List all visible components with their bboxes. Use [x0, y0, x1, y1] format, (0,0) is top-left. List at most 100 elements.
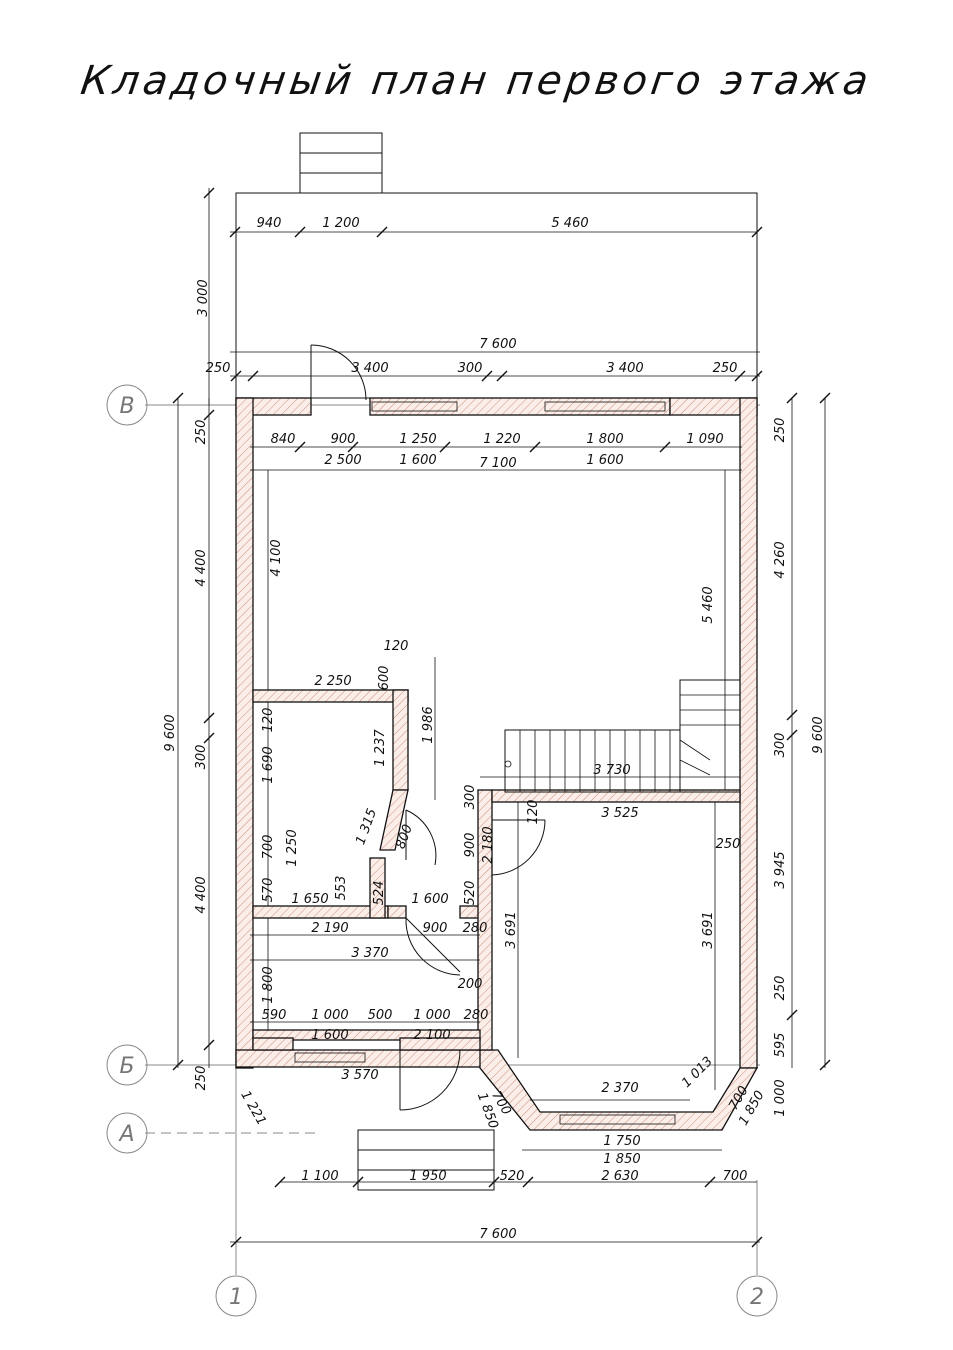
dim-right-9600: 9 600: [811, 716, 826, 753]
dim-3370: 3 370: [351, 946, 388, 961]
dim-right-250-top: 250: [773, 418, 788, 443]
dim-2180: 2 180: [481, 826, 496, 863]
dim-3400-right: 3 400: [606, 361, 643, 376]
dim-1650: 1 650: [291, 892, 328, 907]
dim-600: 600: [377, 666, 392, 691]
dim-200: 200: [458, 977, 483, 992]
dim-1600-bottom: 1 600: [311, 1028, 348, 1043]
dim-1800: 1 800: [586, 432, 623, 447]
dim-940: 940: [257, 216, 282, 231]
dim-left-250-bottom: 250: [194, 1066, 209, 1091]
dim-3691-left: 3 691: [504, 911, 519, 948]
dim-700-bottom: 700: [723, 1169, 748, 1184]
dim-300-top: 300: [458, 361, 483, 376]
dim-3730: 3 730: [593, 763, 630, 778]
dim-3000: 3 000: [196, 279, 211, 316]
dim-left-4400-bottom: 4 400: [194, 876, 209, 913]
dim-280-top: 280: [463, 921, 488, 936]
dim-2370: 2 370: [601, 1081, 638, 1096]
dimension-lines: [172, 187, 831, 1248]
dim-520: 520: [463, 881, 478, 906]
dim-120-left: 120: [261, 708, 276, 733]
dim-1013: 1 013: [679, 1054, 716, 1091]
dim-1090: 1 090: [686, 432, 723, 447]
dim-840: 840: [271, 432, 296, 447]
dim-250-right-inner: 250: [716, 837, 741, 852]
dim-1986: 1 986: [421, 706, 436, 743]
dim-2190: 2 190: [311, 921, 348, 936]
dim-7600-bottom: 7 600: [479, 1227, 516, 1242]
axis-label-a: А: [117, 1122, 134, 1147]
dim-3570: 3 570: [341, 1068, 378, 1083]
dim-250-top-left: 250: [206, 361, 231, 376]
doors: [310, 344, 546, 1111]
dimension-labels: 940 1 200 5 460 3 000 7 600 250 3 400 30…: [163, 216, 826, 1242]
dim-570: 570: [261, 878, 276, 903]
dim-3691-right: 3 691: [701, 911, 716, 948]
dim-1950: 1 950: [409, 1169, 446, 1184]
dim-1250: 1 250: [399, 432, 436, 447]
dim-1850-bottom: 1 850: [603, 1152, 640, 1167]
dim-1000-a: 1 000: [311, 1008, 348, 1023]
dim-250-top-right: 250: [713, 361, 738, 376]
dim-900-bath: 900: [423, 921, 448, 936]
axis-bubble-b: Б: [106, 1044, 148, 1086]
dim-2500: 2 500: [324, 453, 361, 468]
axis-label-b: Б: [119, 1054, 134, 1079]
dim-right-250-bottom: 250: [773, 976, 788, 1001]
dim-500: 500: [368, 1008, 393, 1023]
axis-label-v: В: [119, 394, 134, 419]
dim-2250: 2 250: [314, 674, 351, 689]
dim-7600-top: 7 600: [479, 337, 516, 352]
dim-120-mid: 120: [526, 800, 541, 825]
dim-700: 700: [261, 835, 276, 860]
dim-2100: 2 100: [413, 1028, 450, 1043]
dim-1600-a: 1 600: [399, 453, 436, 468]
dim-900: 900: [331, 432, 356, 447]
dim-right-4260: 4 260: [773, 541, 788, 578]
dim-1800-inner: 1 800: [261, 966, 276, 1003]
dim-520-bottom: 520: [500, 1169, 525, 1184]
dim-120-top: 120: [384, 639, 409, 654]
dim-590: 590: [262, 1008, 287, 1023]
top-windows: [371, 401, 666, 412]
dim-4100: 4 100: [269, 539, 284, 576]
axis-bubble-a: А: [106, 1112, 148, 1154]
axis-label-2: 2: [750, 1285, 764, 1310]
dim-1000-b: 1 000: [413, 1008, 450, 1023]
dim-553: 553: [334, 876, 349, 901]
dim-right-300: 300: [773, 733, 788, 758]
dim-524: 524: [372, 881, 387, 906]
axis-bubble-2: 2: [736, 1275, 778, 1317]
dim-1600-b: 1 600: [586, 453, 623, 468]
dim-1221: 1 221: [237, 1088, 269, 1128]
bottom-window: [294, 1052, 366, 1063]
dim-left-4400-top: 4 400: [194, 549, 209, 586]
dim-left-250: 250: [194, 420, 209, 445]
dim-900-door: 900: [463, 833, 478, 858]
bay-window: [559, 1114, 676, 1125]
dim-5460-terrace: 5 460: [551, 216, 588, 231]
axis-label-1: 1: [229, 1285, 243, 1310]
dim-right-595: 595: [773, 1033, 788, 1058]
axis-bubble-v: В: [106, 384, 148, 426]
terrace: [235, 192, 758, 399]
axis-bubble-1: 1: [215, 1275, 257, 1317]
dim-3400-left: 3 400: [351, 361, 388, 376]
dim-280-bottom: 280: [464, 1008, 489, 1023]
dim-1220: 1 220: [483, 432, 520, 447]
dim-5460-inner: 5 460: [701, 586, 716, 623]
dim-1750: 1 750: [603, 1134, 640, 1149]
dim-1237: 1 237: [373, 729, 388, 767]
dim-300-mid: 300: [463, 785, 478, 810]
dim-7100: 7 100: [479, 456, 516, 471]
chimney: [299, 132, 383, 194]
dim-right-3945: 3 945: [773, 851, 788, 888]
dim-3525: 3 525: [601, 806, 638, 821]
dim-1600-hall: 1 600: [411, 892, 448, 907]
dim-right-1000: 1 000: [773, 1079, 788, 1116]
dim-left-9600: 9 600: [163, 714, 178, 751]
dim-1200: 1 200: [322, 216, 359, 231]
dim-1100: 1 100: [301, 1169, 338, 1184]
